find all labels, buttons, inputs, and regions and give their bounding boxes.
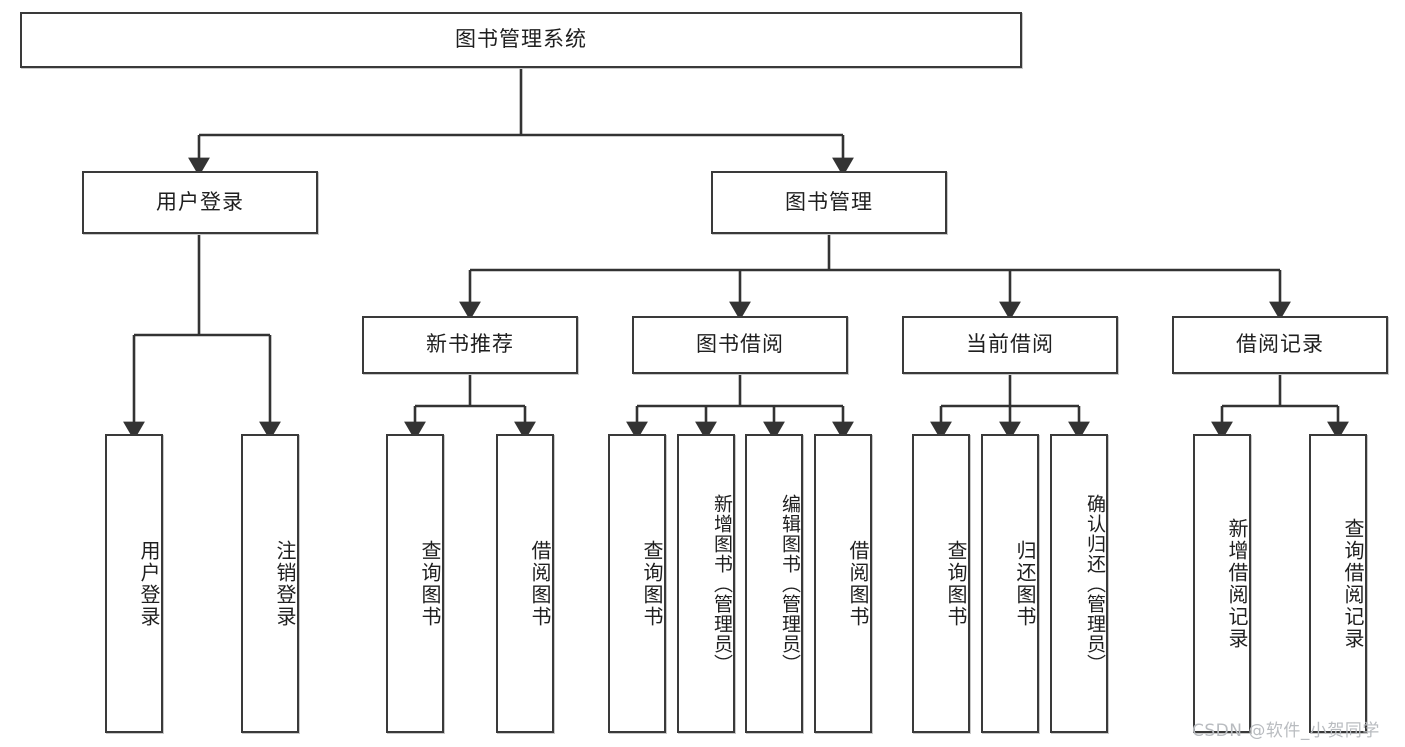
node-label: 注销登录 bbox=[273, 539, 297, 628]
leaf-add-borrow-record[interactable]: 新增借阅记录 bbox=[1193, 434, 1251, 733]
node-label: 用户登录 bbox=[156, 189, 244, 214]
node-label: 新增图书（管理员） bbox=[711, 493, 733, 674]
node-label: 用户登录 bbox=[137, 539, 161, 628]
leaf-query-book-recommend[interactable]: 查询图书 bbox=[386, 434, 444, 733]
node-label: 借阅图书 bbox=[528, 539, 552, 628]
leaf-query-book-borrow[interactable]: 查询图书 bbox=[608, 434, 666, 733]
leaf-query-borrow-record[interactable]: 查询借阅记录 bbox=[1309, 434, 1367, 733]
leaf-borrow-book[interactable]: 借阅图书 bbox=[814, 434, 872, 733]
node-user-login[interactable]: 用户登录 bbox=[82, 171, 318, 234]
node-label: 查询图书 bbox=[640, 539, 664, 628]
node-label: 编辑图书（管理员） bbox=[779, 493, 801, 674]
csdn-watermark: CSDN @软件_小贺同学 bbox=[1192, 721, 1380, 741]
node-label: 借阅图书 bbox=[846, 539, 870, 628]
leaf-query-book-current[interactable]: 查询图书 bbox=[912, 434, 970, 733]
leaf-logout-login[interactable]: 注销登录 bbox=[241, 434, 299, 733]
node-book-borrow[interactable]: 图书借阅 bbox=[632, 316, 848, 374]
node-label: 查询图书 bbox=[944, 539, 968, 628]
node-label: 新书推荐 bbox=[426, 332, 514, 357]
node-label: 归还图书 bbox=[1013, 539, 1037, 628]
node-root-system[interactable]: 图书管理系统 bbox=[20, 12, 1022, 68]
leaf-user-login[interactable]: 用户登录 bbox=[105, 434, 163, 733]
node-book-management[interactable]: 图书管理 bbox=[711, 171, 947, 234]
node-current-borrow[interactable]: 当前借阅 bbox=[902, 316, 1118, 374]
leaf-return-book[interactable]: 归还图书 bbox=[981, 434, 1039, 733]
leaf-borrow-book-recommend[interactable]: 借阅图书 bbox=[496, 434, 554, 733]
leaf-confirm-return-admin[interactable]: 确认归还（管理员） bbox=[1050, 434, 1108, 733]
node-borrow-record[interactable]: 借阅记录 bbox=[1172, 316, 1388, 374]
node-label: 图书管理 bbox=[785, 189, 873, 214]
node-label: 当前借阅 bbox=[966, 332, 1054, 357]
node-label: 图书管理系统 bbox=[455, 27, 587, 52]
node-new-book-recommend[interactable]: 新书推荐 bbox=[362, 316, 578, 374]
node-label: 查询图书 bbox=[418, 539, 442, 628]
leaf-add-book-admin[interactable]: 新增图书（管理员） bbox=[677, 434, 735, 733]
node-label: 查询借阅记录 bbox=[1341, 517, 1365, 650]
node-label: 图书借阅 bbox=[696, 332, 784, 357]
node-label: 借阅记录 bbox=[1236, 332, 1324, 357]
node-label: 确认归还（管理员） bbox=[1084, 493, 1106, 674]
node-label: 新增借阅记录 bbox=[1225, 517, 1249, 650]
leaf-edit-book-admin[interactable]: 编辑图书（管理员） bbox=[745, 434, 803, 733]
